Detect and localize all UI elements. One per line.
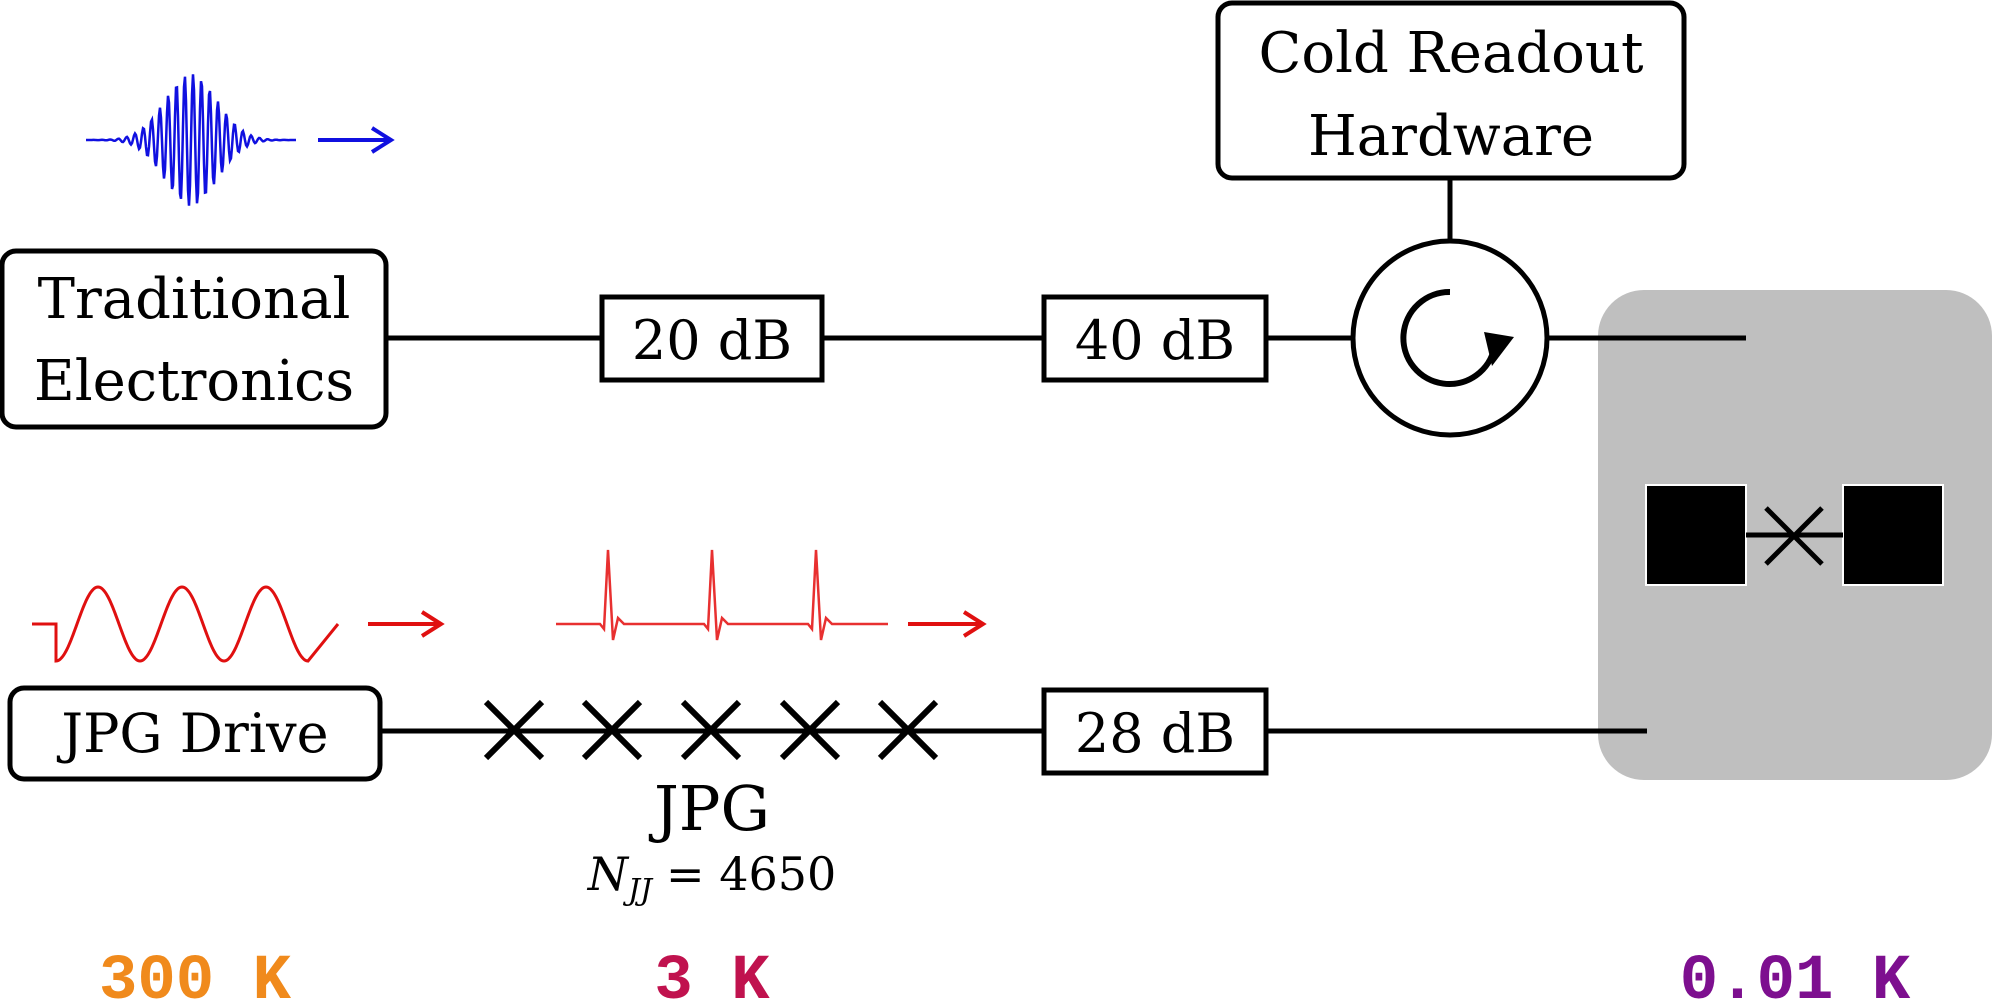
drive-wave-arrow-icon [368, 610, 445, 638]
josephson-junction-icon [483, 699, 545, 761]
temperature-label-cold: 3 K [654, 946, 770, 1005]
microwave-pulse-waveform [86, 74, 296, 206]
cold-readout-label-line2: Hardware [1308, 104, 1594, 169]
circulator-arrowhead-icon [1484, 332, 1514, 366]
qubit-josephson-junction-icon [1764, 506, 1824, 566]
njj-symbol: N [587, 847, 630, 901]
josephson-junction-icon [680, 699, 742, 761]
qubit-pad-right [1842, 484, 1944, 586]
cold-readout-hardware-box [1215, 0, 1687, 181]
josephson-junction-icon [779, 699, 841, 761]
circulator [1350, 238, 1550, 438]
traditional-electronics-label-line2: Electronics [34, 349, 354, 414]
josephson-junction-icon [581, 699, 643, 761]
temperature-label-room: 300 K [99, 946, 292, 1005]
attenuator-40db-box [1041, 294, 1269, 383]
jpg-output-pulse-train-waveform [556, 549, 888, 641]
traditional-electronics-box [0, 248, 389, 430]
njj-subscript: JJ [622, 873, 654, 908]
njj-value: = 4650 [666, 847, 836, 901]
circulator-arrow-icon [1400, 288, 1498, 387]
pulse-train-arrow-icon [908, 610, 987, 638]
attenuator-40db-label: 40 dB [1075, 309, 1235, 372]
jpg-drive-sine-waveform [32, 585, 340, 663]
jpg-junction-array [483, 699, 939, 761]
qubit-pad-left [1645, 484, 1747, 586]
traditional-electronics-label-line1: Traditional [38, 267, 351, 332]
jpg-drive-label: JPG Drive [56, 702, 328, 765]
attenuator-20db-label: 20 dB [632, 309, 792, 372]
temperature-label-mixing: 0.01 K [1680, 946, 1911, 1005]
microwave-pulse-arrow-icon [318, 126, 395, 154]
josephson-junction-icon [877, 699, 939, 761]
attenuator-28db-label: 28 dB [1075, 702, 1235, 765]
jpg-junction-count: NJJ = 4650 [587, 847, 837, 908]
attenuator-28db-box [1041, 687, 1269, 776]
cold-readout-label-line1: Cold Readout [1259, 21, 1644, 86]
signal-wires [380, 178, 1746, 734]
jpg-drive-box [7, 685, 383, 782]
jpg-label: JPG [648, 772, 770, 845]
attenuator-20db-box [599, 294, 825, 383]
